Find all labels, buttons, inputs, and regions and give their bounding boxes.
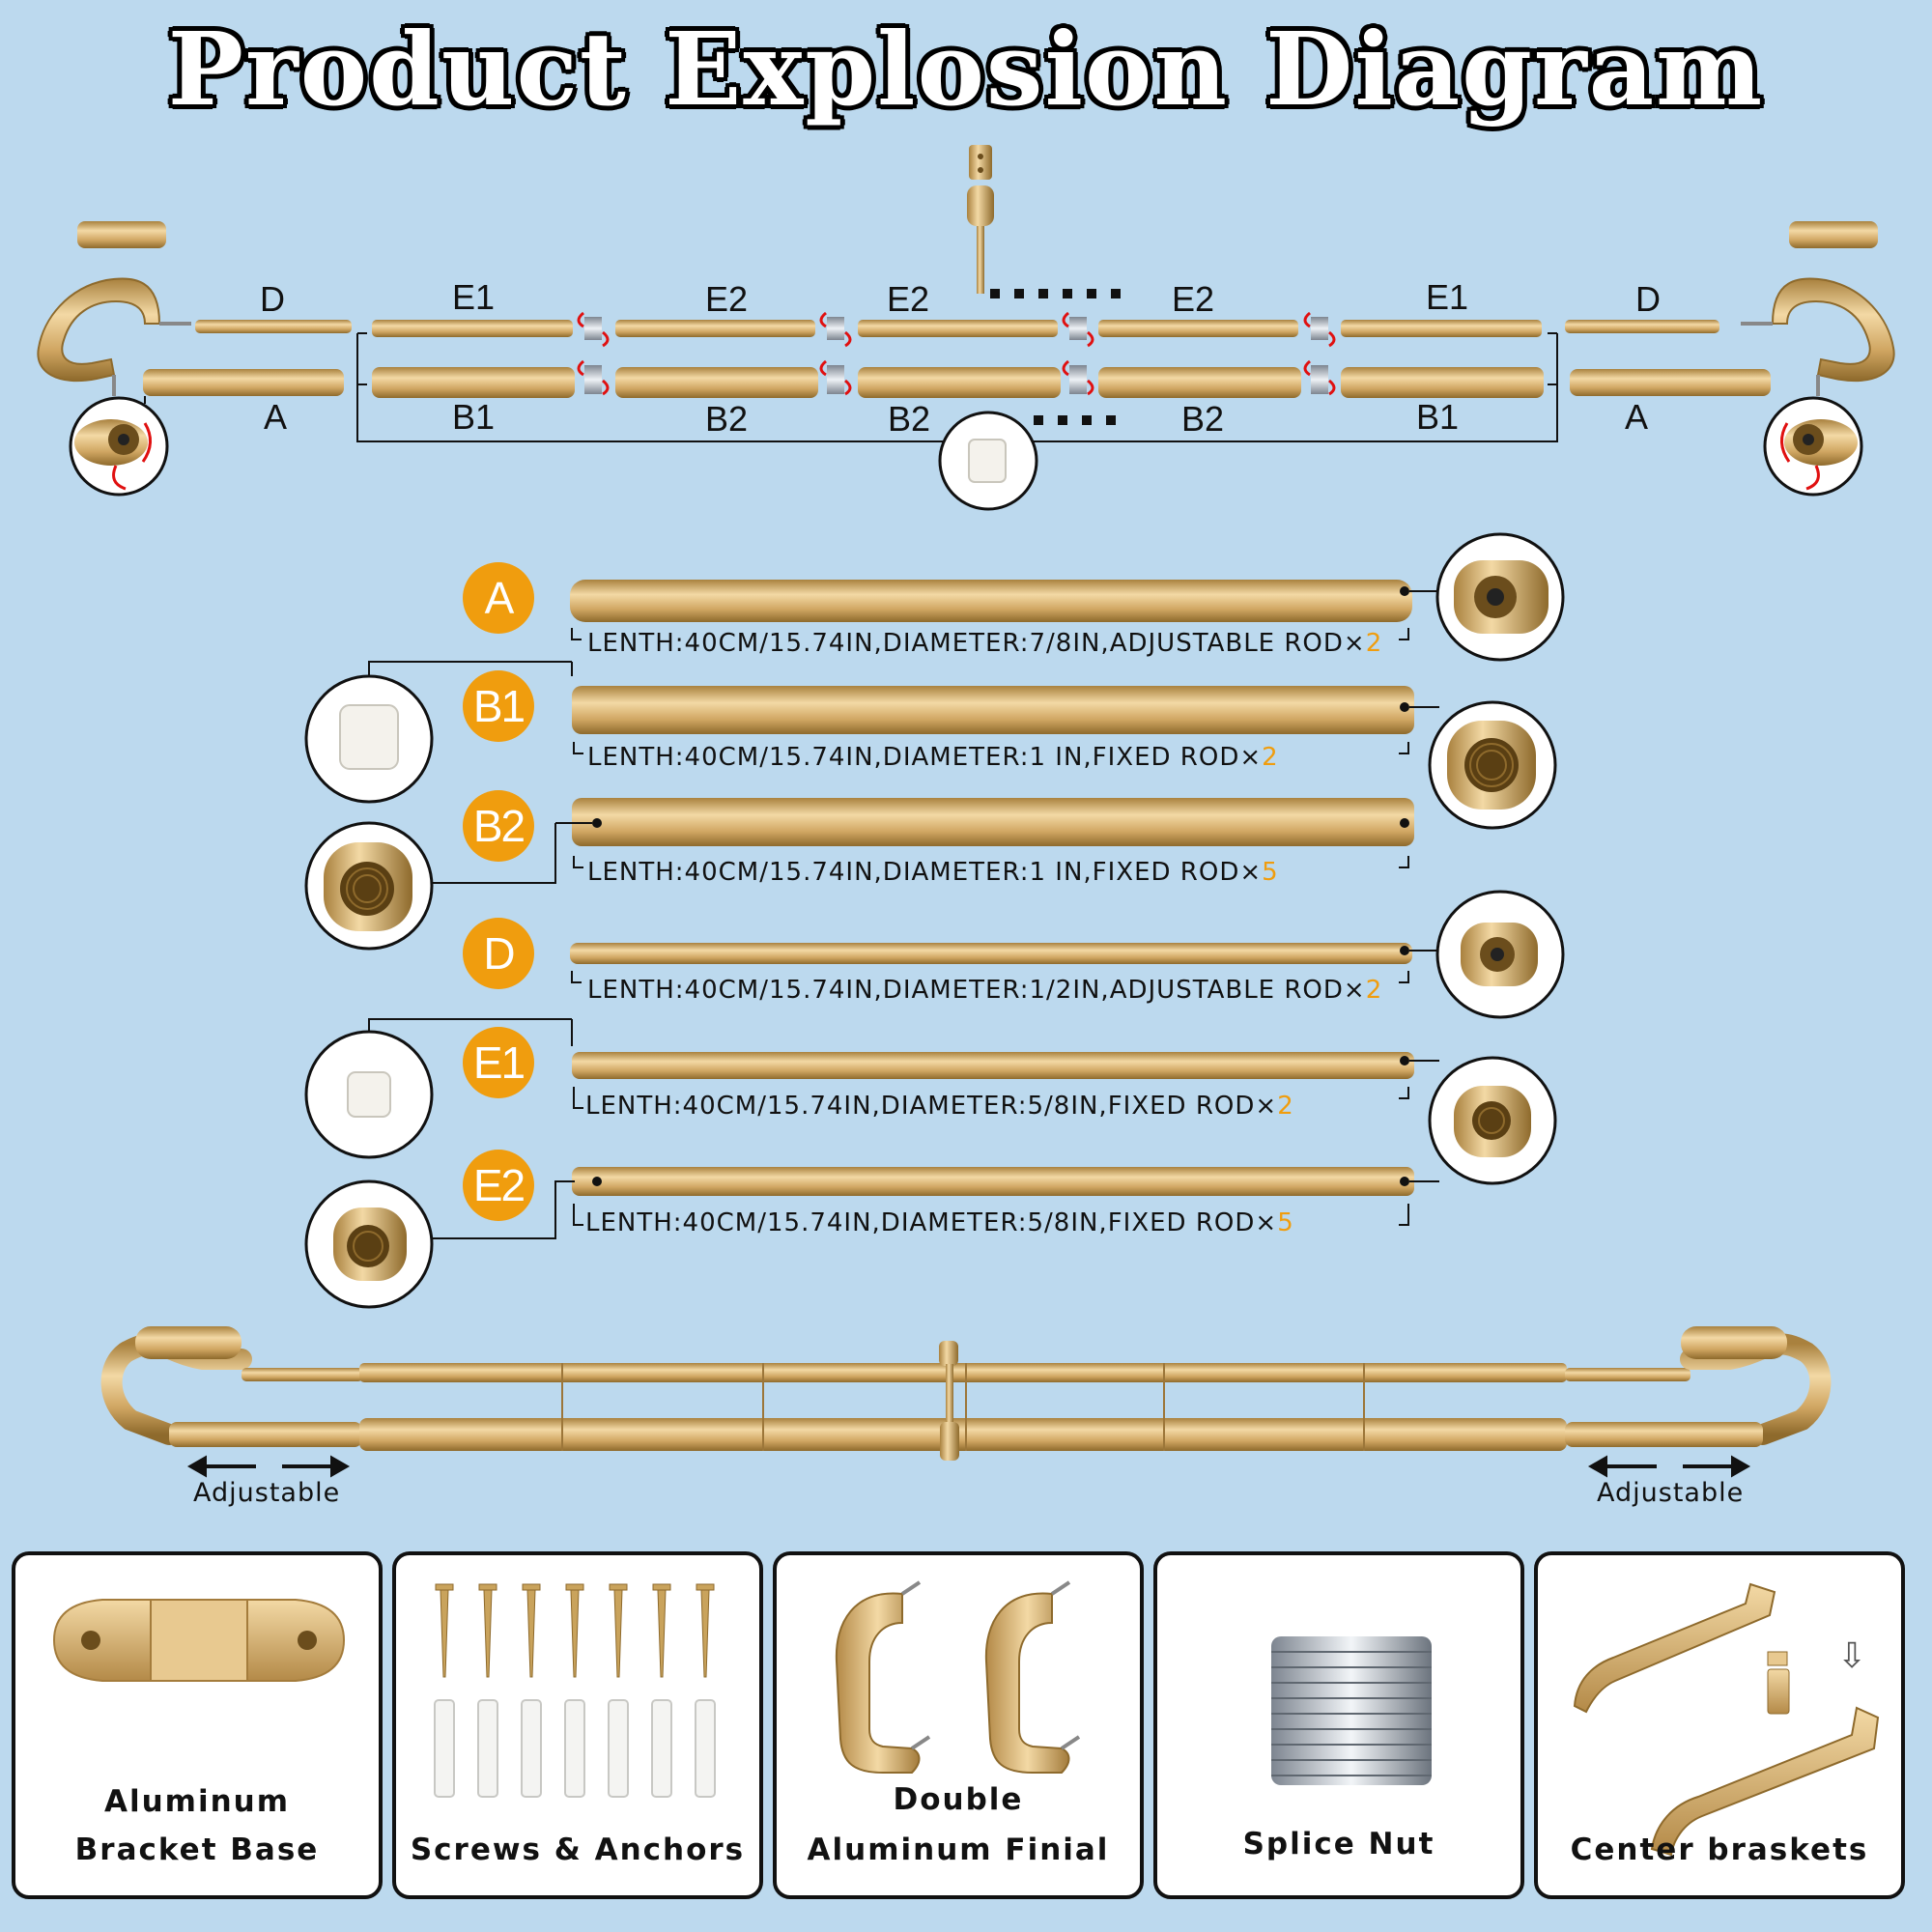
card-center-brackets: ⇩ Center braskets — [1534, 1551, 1905, 1899]
spec-quantity: 2 — [1365, 976, 1383, 1005]
right-end-detail — [1763, 396, 1863, 497]
spec-text: LENTH:40CM/15.74IN,DIAMETER:5/8IN,FIXED … — [585, 1092, 1278, 1121]
top-label-d: D — [1635, 279, 1661, 319]
spec-quantity: 2 — [1262, 743, 1279, 772]
adjustable-label-right: Adjustable — [1597, 1478, 1745, 1508]
part-spec-b1: LENTH:40CM/15.74IN,DIAMETER:1 IN,FIXED R… — [587, 743, 1279, 772]
card-splice-nut: Splice Nut — [1153, 1551, 1524, 1899]
left-end-detail — [69, 396, 169, 497]
finial-icon — [835, 1580, 1081, 1774]
card-label-line2: Screws & Anchors — [410, 1833, 746, 1867]
spec-text: LENTH:40CM/15.74IN,DIAMETER:1 IN,FIXED R… — [587, 743, 1263, 772]
card-bracket-base: Aluminum Bracket Base — [12, 1551, 383, 1899]
spec-text: LENTH:40CM/15.74IN,DIAMETER:7/8IN,ADJUST… — [587, 629, 1366, 658]
card-finial: Double Aluminum Finial — [773, 1551, 1144, 1899]
top-label-e2: E2 — [705, 279, 748, 319]
spec-text: LENTH:40CM/15.74IN,DIAMETER:1/2IN,ADJUST… — [587, 976, 1366, 1005]
part-spec-b2: LENTH:40CM/15.74IN,DIAMETER:1 IN,FIXED R… — [587, 858, 1279, 887]
card-label-line2: Aluminum Finial — [807, 1833, 1110, 1867]
screws-anchors-icon — [434, 1583, 716, 1798]
page-title: Product Explosion Diagram — [167, 10, 1765, 128]
part-spec-d: LENTH:40CM/15.74IN,DIAMETER:1/2IN,ADJUST… — [587, 976, 1382, 1005]
part-spec-a: LENTH:40CM/15.74IN,DIAMETER:7/8IN,ADJUST… — [587, 629, 1382, 658]
part-badge-b1: B1 — [463, 670, 534, 742]
bottom-row-labels: A B1 B2 B2 B2 B1 A — [264, 397, 1648, 439]
spec-text: LENTH:40CM/15.74IN,DIAMETER:5/8IN,FIXED … — [585, 1208, 1278, 1237]
spec-quantity: 5 — [1262, 858, 1279, 887]
bottom-label-b2: B2 — [705, 399, 748, 439]
part-badge-b2: B2 — [463, 790, 534, 862]
card-label-line2: Bracket Base — [74, 1833, 320, 1867]
bottom-label-b1: B1 — [452, 397, 495, 437]
part-spec-e1: LENTH:40CM/15.74IN,DIAMETER:5/8IN,FIXED … — [585, 1092, 1294, 1121]
bottom-label-b2: B2 — [1181, 399, 1224, 439]
bottom-label-a: A — [1625, 397, 1648, 437]
dotted-separator — [990, 289, 1121, 425]
splice-nut-markers — [577, 311, 1336, 396]
bottom-label-a: A — [264, 397, 287, 437]
bracket-base-icon — [52, 1599, 346, 1682]
top-label-e2: E2 — [887, 279, 929, 319]
part-badge-e2: E2 — [463, 1150, 534, 1221]
top-label-e1: E1 — [1426, 277, 1468, 317]
top-label-d: D — [260, 279, 285, 319]
center-bracket-icon: ⇩ — [1573, 1582, 1880, 1857]
part-spec-e2: LENTH:40CM/15.74IN,DIAMETER:5/8IN,FIXED … — [585, 1208, 1294, 1237]
exploded-diagram: D E1 E2 E2 E2 E1 D A B1 B2 B2 B2 B1 A — [37, 145, 1895, 1478]
top-row-labels: D E1 E2 E2 E2 E1 D — [260, 277, 1661, 319]
adjust-arrows — [186, 1455, 1751, 1478]
card-label-line1: Double — [893, 1782, 1024, 1817]
part-badge-a: A — [463, 562, 534, 634]
adjustable-label-left: Adjustable — [193, 1478, 341, 1508]
assembled-rod — [100, 1326, 1832, 1461]
card-label-line1: Aluminum — [103, 1784, 291, 1819]
right-finial — [1741, 221, 1895, 396]
top-rod-row — [195, 320, 1719, 337]
bottom-label-b1: B1 — [1416, 397, 1459, 437]
bottom-label-b2: B2 — [888, 399, 930, 439]
part-list-graphics — [304, 532, 1565, 1309]
splice-nut-icon — [1271, 1636, 1432, 1785]
part-badge-d: D — [463, 918, 534, 989]
bottom-rod-row — [143, 367, 1771, 398]
spec-quantity: 5 — [1277, 1208, 1294, 1237]
part-badge-e1: E1 — [463, 1027, 534, 1098]
left-finial — [37, 221, 191, 396]
card-label-line2: Splice Nut — [1242, 1827, 1435, 1861]
card-screws-anchors: Screws & Anchors — [392, 1551, 763, 1899]
spec-text: LENTH:40CM/15.74IN,DIAMETER:1 IN,FIXED R… — [587, 858, 1263, 887]
spec-quantity: 2 — [1277, 1092, 1294, 1121]
top-label-e2: E2 — [1172, 279, 1214, 319]
arrow-down-icon: ⇩ — [1837, 1636, 1866, 1676]
card-label-line2: Center braskets — [1570, 1833, 1869, 1867]
spec-quantity: 2 — [1365, 629, 1383, 658]
center-bushing-detail — [938, 411, 1038, 511]
center-bracket — [967, 145, 994, 294]
top-label-e1: E1 — [452, 277, 495, 317]
